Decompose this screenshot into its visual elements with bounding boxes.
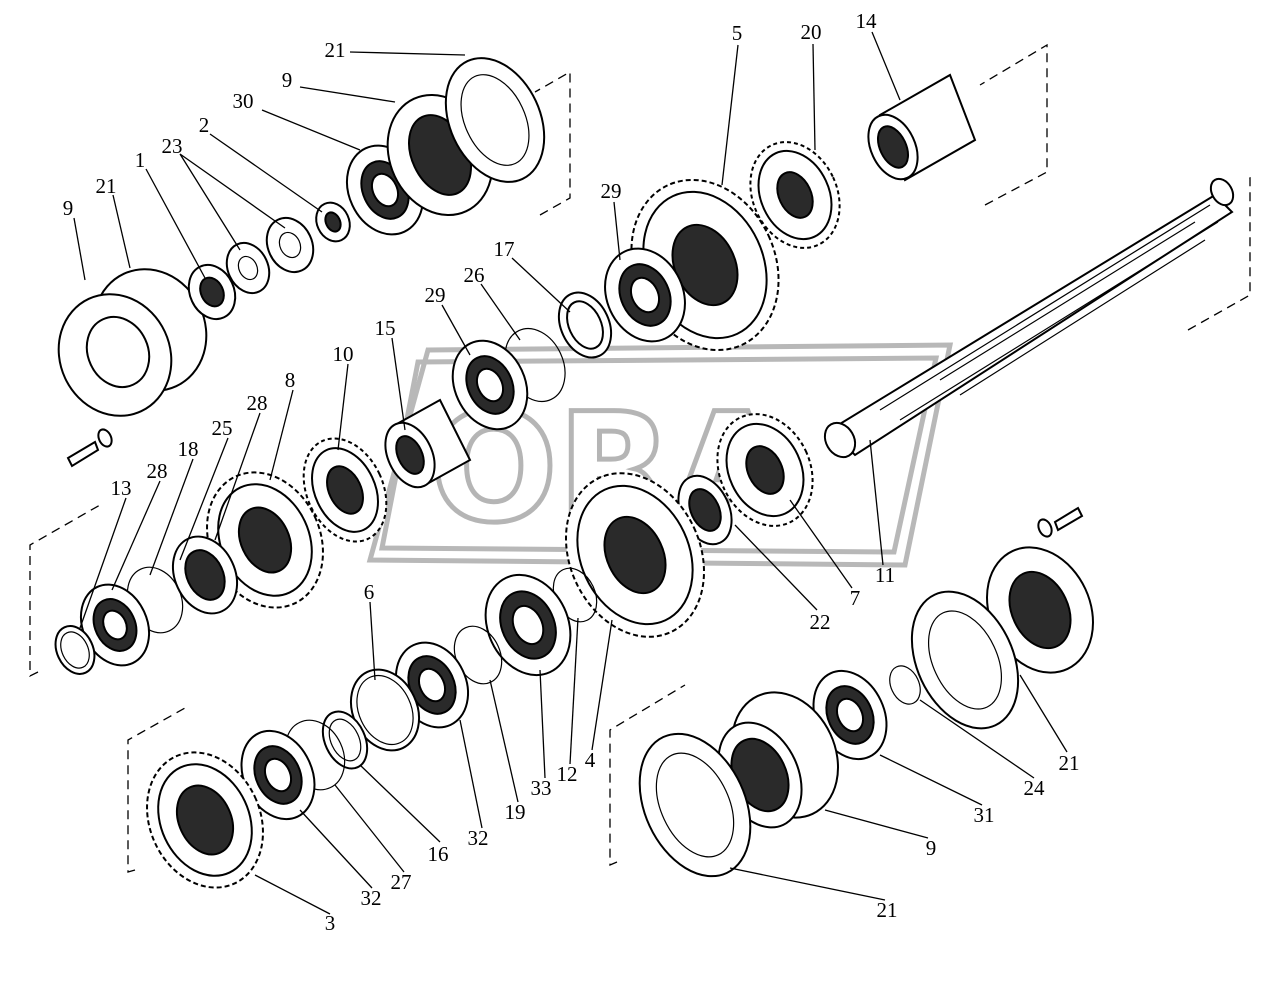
callout-number: 32 — [361, 886, 382, 910]
callout-number: 22 — [810, 610, 831, 634]
callout-number: 19 — [505, 800, 526, 824]
gear-4 — [565, 472, 705, 638]
callout-number: 31 — [974, 803, 995, 827]
callout-number: 9 — [282, 68, 293, 92]
callout-number: 33 — [531, 776, 552, 800]
bearing-29-upper — [604, 247, 686, 343]
gear-3 — [146, 751, 264, 889]
callout-number: 27 — [391, 870, 412, 894]
callout-number: 9 — [926, 836, 937, 860]
callout-number: 21 — [96, 174, 117, 198]
callout-number: 4 — [585, 748, 596, 772]
gasket-21-bottom — [638, 732, 752, 878]
ring-17 — [557, 291, 613, 359]
bearing-30 — [346, 144, 424, 236]
callout-number: 28 — [147, 459, 168, 483]
assembly-dashed-lines — [29, 43, 1251, 873]
callout-number: 28 — [247, 391, 268, 415]
callout-number: 29 — [425, 283, 446, 307]
callout-number: 26 — [464, 263, 485, 287]
needle-bearing-14 — [867, 73, 977, 182]
ring-13 — [54, 625, 96, 675]
callout-number: 3 — [325, 911, 336, 935]
callout-number: 20 — [801, 20, 822, 44]
splined-sleeve-15 — [384, 398, 472, 489]
callout-number: 21 — [325, 38, 346, 62]
callout-number: 21 — [877, 898, 898, 922]
callout-number: 7 — [850, 586, 861, 610]
bearing-32-lower — [240, 729, 316, 821]
callout-number: 24 — [1024, 776, 1046, 800]
callout-number: 17 — [494, 237, 515, 261]
callout-number: 11 — [875, 563, 895, 587]
nut-1 — [187, 263, 237, 321]
callout-number: 15 — [375, 316, 396, 340]
callout-number: 8 — [285, 368, 296, 392]
callout-number: 10 — [333, 342, 354, 366]
gasket-21-top — [444, 57, 546, 183]
callout-number: 25 — [212, 416, 233, 440]
washers-23 — [225, 216, 315, 295]
callout-number: 23 — [162, 134, 183, 158]
callout-number: 21 — [1059, 751, 1080, 775]
nut-2 — [315, 201, 351, 243]
bolt-right — [1037, 506, 1084, 538]
callout-number: 9 — [63, 196, 74, 220]
bearing-29-lower — [451, 339, 529, 431]
callout-number: 16 — [428, 842, 449, 866]
callout-number: 1 — [135, 148, 146, 172]
callout-number: 18 — [178, 437, 199, 461]
callout-number: 29 — [601, 179, 622, 203]
ring-6 — [349, 668, 421, 752]
cover-9-bottom — [717, 691, 839, 829]
ring-24 — [889, 665, 921, 705]
gasket-21-right — [910, 590, 1020, 730]
gear-7 — [716, 413, 814, 527]
bearing-28 — [79, 583, 151, 667]
callout-number: 32 — [468, 826, 489, 850]
callout-number: 14 — [856, 9, 878, 33]
callout-number: 30 — [233, 89, 254, 113]
callout-number: 5 — [732, 21, 743, 45]
callout-number: 12 — [557, 762, 578, 786]
callout-number: 13 — [111, 476, 132, 500]
leader-lines — [73, 31, 1068, 915]
cover-9-right — [986, 546, 1094, 674]
callout-number: 2 — [199, 113, 210, 137]
main-shaft — [823, 177, 1235, 459]
bolt-left — [66, 428, 113, 468]
callout-number: 6 — [364, 580, 375, 604]
ring-16 — [321, 710, 369, 770]
bearing-33 — [484, 573, 572, 677]
bearing-25 — [171, 535, 239, 615]
cover-9-left — [57, 268, 208, 417]
gear-10 — [302, 437, 388, 543]
gear-20 — [749, 141, 841, 249]
